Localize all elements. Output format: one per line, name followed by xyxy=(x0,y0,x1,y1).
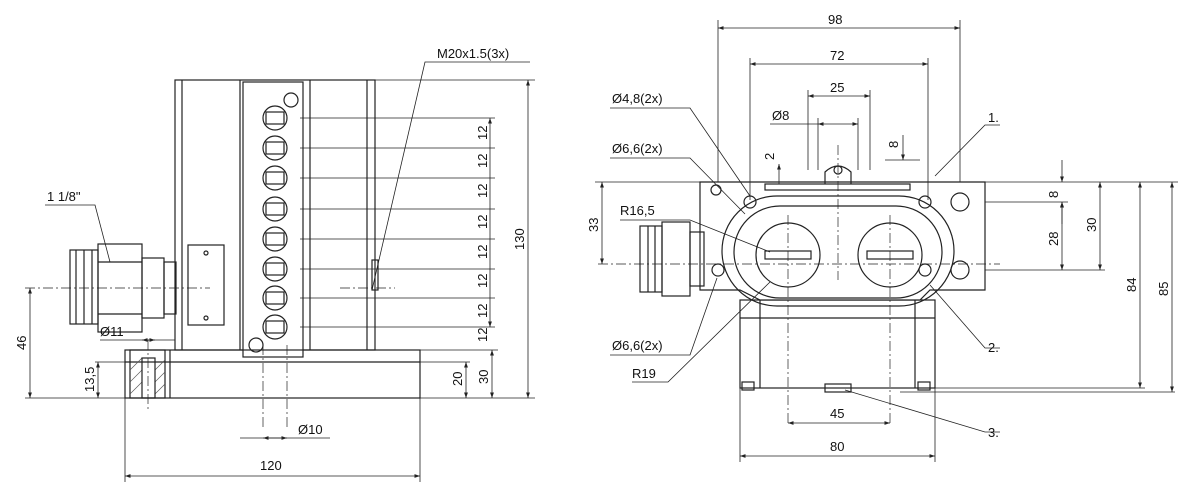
dim-45-label: 45 xyxy=(830,406,844,421)
dim-2-label: 2 xyxy=(762,153,777,160)
height-20-label: 20 xyxy=(450,372,465,386)
dim-8-top-label: 8 xyxy=(886,141,901,148)
pitch-label-6: 12 xyxy=(475,274,490,288)
dia-8-label: Ø8 xyxy=(772,108,789,123)
dim-85-label: 85 xyxy=(1156,282,1171,296)
callout-1: 1. xyxy=(988,110,999,125)
cable-entries xyxy=(262,105,288,340)
r-19-label: R19 xyxy=(632,366,656,381)
width-120-label: 120 xyxy=(260,458,282,473)
pitch-label-8: 12 xyxy=(475,328,490,342)
screw-hole-top xyxy=(283,92,299,108)
lower-housing xyxy=(739,299,936,389)
dia-6-6-bottom-label: Ø6,6(2x) xyxy=(612,338,663,353)
left-view: M20x1.5(3x) 1 1/8" 12 12 12 12 12 12 12 … xyxy=(14,46,535,482)
pitch-label-7: 12 xyxy=(475,304,490,318)
pitch-label-4: 12 xyxy=(475,215,490,229)
gland-thread-label: 1 1/8" xyxy=(47,189,81,204)
r-16-5-label: R16,5 xyxy=(620,203,655,218)
pitch-label-1: 12 xyxy=(475,126,490,140)
right-view: 98 72 25 Ø8 2 8 Ø4,8(2x) Ø6,6(2x) Ø6,6(2… xyxy=(586,12,1178,462)
dia-11-label: Ø11 xyxy=(100,324,124,339)
thread-label: M20x1.5(3x) xyxy=(437,46,509,61)
base-plate xyxy=(124,349,421,399)
dim-98-label: 98 xyxy=(828,12,842,27)
dim-28-label: 28 xyxy=(1046,232,1061,246)
height-13-5-label: 13,5 xyxy=(82,367,97,392)
front-cable-gland xyxy=(639,221,705,297)
dim-8-right-label: 8 xyxy=(1046,191,1061,198)
callout-2: 2. xyxy=(988,340,999,355)
label-plate xyxy=(187,244,225,326)
height-total-label: 130 xyxy=(512,228,527,250)
height-30-label: 30 xyxy=(476,370,491,384)
dim-72-label: 72 xyxy=(830,48,844,63)
pitch-label-5: 12 xyxy=(475,245,490,259)
hole-6-6-bottom-left xyxy=(711,263,725,277)
dim-84-label: 84 xyxy=(1124,278,1139,292)
mounting-hole-section xyxy=(129,349,166,399)
height-46-label: 46 xyxy=(14,336,29,350)
dia-6-6-top-label: Ø6,6(2x) xyxy=(612,141,663,156)
pitch-label-3: 12 xyxy=(475,184,490,198)
dim-80-label: 80 xyxy=(830,439,844,454)
dia-4-8-label: Ø4,8(2x) xyxy=(612,91,663,106)
dim-25-label: 25 xyxy=(830,80,844,95)
dim-33-label: 33 xyxy=(586,218,601,232)
dim-30-label: 30 xyxy=(1084,218,1099,232)
hole-right-top xyxy=(950,192,970,212)
dia-10-label: Ø10 xyxy=(298,422,323,437)
pitch-label-2: 12 xyxy=(475,154,490,168)
callout-3: 3. xyxy=(988,425,999,440)
